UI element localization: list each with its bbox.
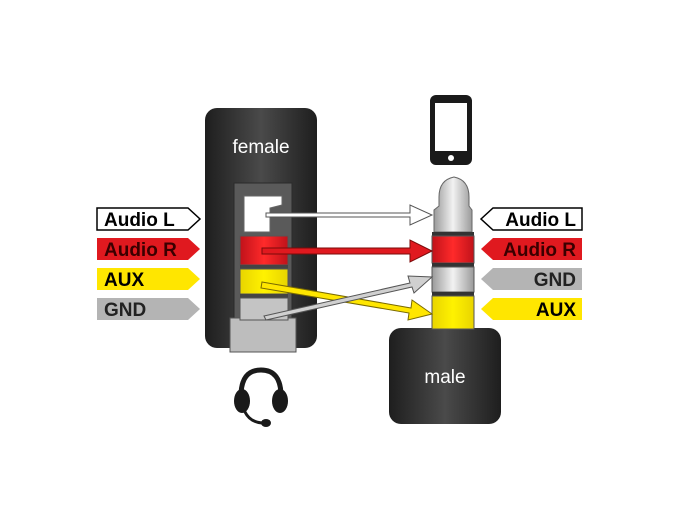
svg-text:GND: GND [534,270,576,291]
male-ring [432,263,474,267]
connection-arrows [260,204,434,321]
male-ring [432,232,474,236]
male-label-tags: Audio L Audio R GND AUX [479,207,583,321]
female-sleeve [229,317,297,353]
svg-text:Audio R: Audio R [503,240,576,261]
tag-female-gnd: GND [97,298,200,321]
female-divider [240,294,288,298]
male-ring-gnd [431,266,475,293]
svg-text:Audio L: Audio L [505,210,576,231]
female-socket: female [205,108,317,353]
tag-female-audio-l: Audio L [96,207,202,231]
tag-male-audio-l: Audio L [479,207,583,231]
tag-male-audio-r: Audio R [481,238,582,261]
arrow-audio-r [261,239,434,263]
male-title: male [424,367,465,388]
svg-text:Audio R: Audio R [104,240,177,261]
female-label-tags: Audio L Audio R AUX GND [96,207,202,321]
arrow-audio-l [265,204,434,226]
tag-male-gnd: GND [481,268,582,291]
male-sleeve-aux [431,295,475,330]
male-plug: male [389,176,501,424]
smartphone-icon [430,95,472,165]
svg-text:GND: GND [104,300,146,321]
female-contact-audio-l [243,195,283,233]
male-ring-audio-r [431,235,475,264]
tag-female-aux: AUX [97,268,200,291]
svg-text:AUX: AUX [536,300,576,321]
arrow-gnd [263,275,434,321]
male-tip-audio-l [433,176,473,233]
tag-female-audio-r: Audio R [97,238,200,261]
headset-icon [234,367,288,427]
tag-male-aux: AUX [481,298,582,321]
male-plug-body [389,328,501,424]
svg-text:Audio L: Audio L [104,210,175,231]
female-title: female [232,137,289,158]
male-ring [432,292,474,296]
svg-text:AUX: AUX [104,270,144,291]
female-divider [240,265,288,269]
